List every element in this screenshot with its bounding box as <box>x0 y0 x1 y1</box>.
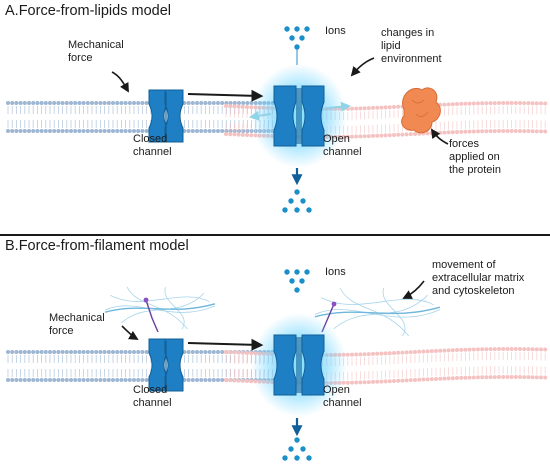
ion-dot-icon <box>294 44 300 50</box>
panel-b-ecm-arrow <box>402 280 425 299</box>
panel-a-stretch-arrow-left <box>249 110 272 121</box>
ion-dot-icon <box>284 26 290 32</box>
panel-b-membrane-left <box>6 350 283 382</box>
ion-dot-icon <box>294 437 300 443</box>
ion-dot-icon <box>288 446 294 452</box>
ion-dot-icon <box>289 35 295 41</box>
panel-a-lipid-changes-label: changes in lipid environment <box>381 27 442 65</box>
panel-b-filaments-open <box>314 287 441 337</box>
panel-a-ions-top <box>284 26 310 50</box>
ion-dot-icon <box>282 207 288 213</box>
ion-dot-icon <box>294 455 300 461</box>
panel-b-closed-channel-icon <box>148 338 184 392</box>
panel-a-lipid-arrow <box>350 57 375 77</box>
panel-a-protein-forces-label: forces applied on the protein <box>449 138 501 176</box>
ion-dot-icon <box>299 35 305 41</box>
panel-a-title: A.Force-from-lipids model <box>5 3 171 19</box>
ion-dot-icon <box>294 207 300 213</box>
ion-dot-icon <box>304 269 310 275</box>
panel-a-closed-channel-icon <box>148 89 184 143</box>
tether-icon <box>143 297 159 333</box>
panel-b-title: B.Force-from-filament model <box>5 238 189 254</box>
panel-a-transition-arrow <box>187 89 264 102</box>
panel-a-open-channel-icon <box>251 64 347 168</box>
ion-dot-icon <box>294 287 300 293</box>
ion-dot-icon <box>284 269 290 275</box>
ion-dot-icon <box>294 269 300 275</box>
panel-divider <box>0 234 550 236</box>
panel-b-mechanical-force-label: Mechanical force <box>49 312 105 337</box>
ion-dot-icon <box>294 189 300 195</box>
ion-dot-icon <box>289 278 295 284</box>
panel-a-ions-label: Ions <box>325 25 346 37</box>
panel-b-open-channel-icon <box>251 313 347 417</box>
panel-b-transition-arrow <box>187 338 264 351</box>
panel-a-closed-channel-label: Closed channel <box>133 133 172 158</box>
ion-dot-icon <box>299 278 305 284</box>
ion-dot-icon <box>288 198 294 204</box>
ion-dot-icon <box>282 455 288 461</box>
panel-b-open-channel-label: Open channel <box>323 384 362 409</box>
panel-b-filaments-closed <box>104 286 216 330</box>
ion-dot-icon <box>294 26 300 32</box>
ion-dot-icon <box>300 198 306 204</box>
panel-b-ions-bottom <box>282 437 312 461</box>
protein-blob-icon <box>401 87 441 134</box>
panel-b-ions-label: Ions <box>325 266 346 278</box>
panel-a-ions-bottom <box>282 189 312 213</box>
panel-b-force-arrow <box>121 325 139 340</box>
panel-b-ecm-movement-label: movement of extracellular matrix and cyt… <box>432 259 525 297</box>
panel-a-force-arrow <box>111 71 129 93</box>
ion-dot-icon <box>304 26 310 32</box>
panel-b-closed-channel-label: Closed channel <box>133 384 172 409</box>
ion-dot-icon <box>300 446 306 452</box>
panel-a-mechanical-force-label: Mechanical force <box>68 39 124 64</box>
panel-a-open-channel-label: Open channel <box>323 133 362 158</box>
panel-a-membrane-left <box>6 101 283 133</box>
panel-b-ions-top <box>284 269 310 293</box>
ion-dot-icon <box>306 207 312 213</box>
panel-a-stretch-arrow-right <box>326 101 351 112</box>
panel-a-protein-force-arrow <box>430 128 449 145</box>
ion-dot-icon <box>306 455 312 461</box>
